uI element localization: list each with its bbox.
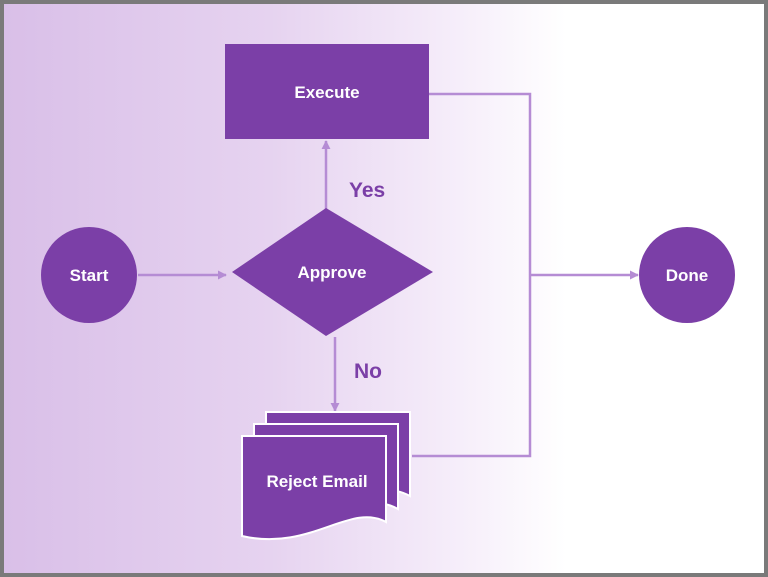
- connector-reject-to-merge: [412, 275, 532, 458]
- reject-email-label: Reject Email: [266, 472, 367, 491]
- execute-label: Execute: [294, 83, 359, 102]
- done-label: Done: [666, 266, 709, 285]
- start-node[interactable]: Start: [41, 227, 137, 323]
- done-node[interactable]: Done: [639, 227, 735, 323]
- flowchart-diagram: Yes No Start Approve Execute Reject Emai…: [41, 44, 735, 541]
- document-sheet-front: [241, 435, 387, 541]
- start-label: Start: [70, 266, 109, 285]
- execute-node[interactable]: Execute: [225, 44, 429, 139]
- yes-label: Yes: [349, 179, 385, 202]
- start-circle: [41, 227, 137, 323]
- done-circle: [639, 227, 735, 323]
- connector-execute-to-merge: [429, 92, 532, 275]
- execute-rectangle: [225, 44, 429, 139]
- approve-label: Approve: [298, 263, 367, 282]
- connectors: [138, 92, 639, 458]
- no-label: No: [354, 360, 382, 383]
- approve-node[interactable]: Approve: [232, 208, 433, 336]
- approve-diamond: [232, 208, 433, 336]
- reject-email-node[interactable]: Reject Email: [241, 411, 411, 541]
